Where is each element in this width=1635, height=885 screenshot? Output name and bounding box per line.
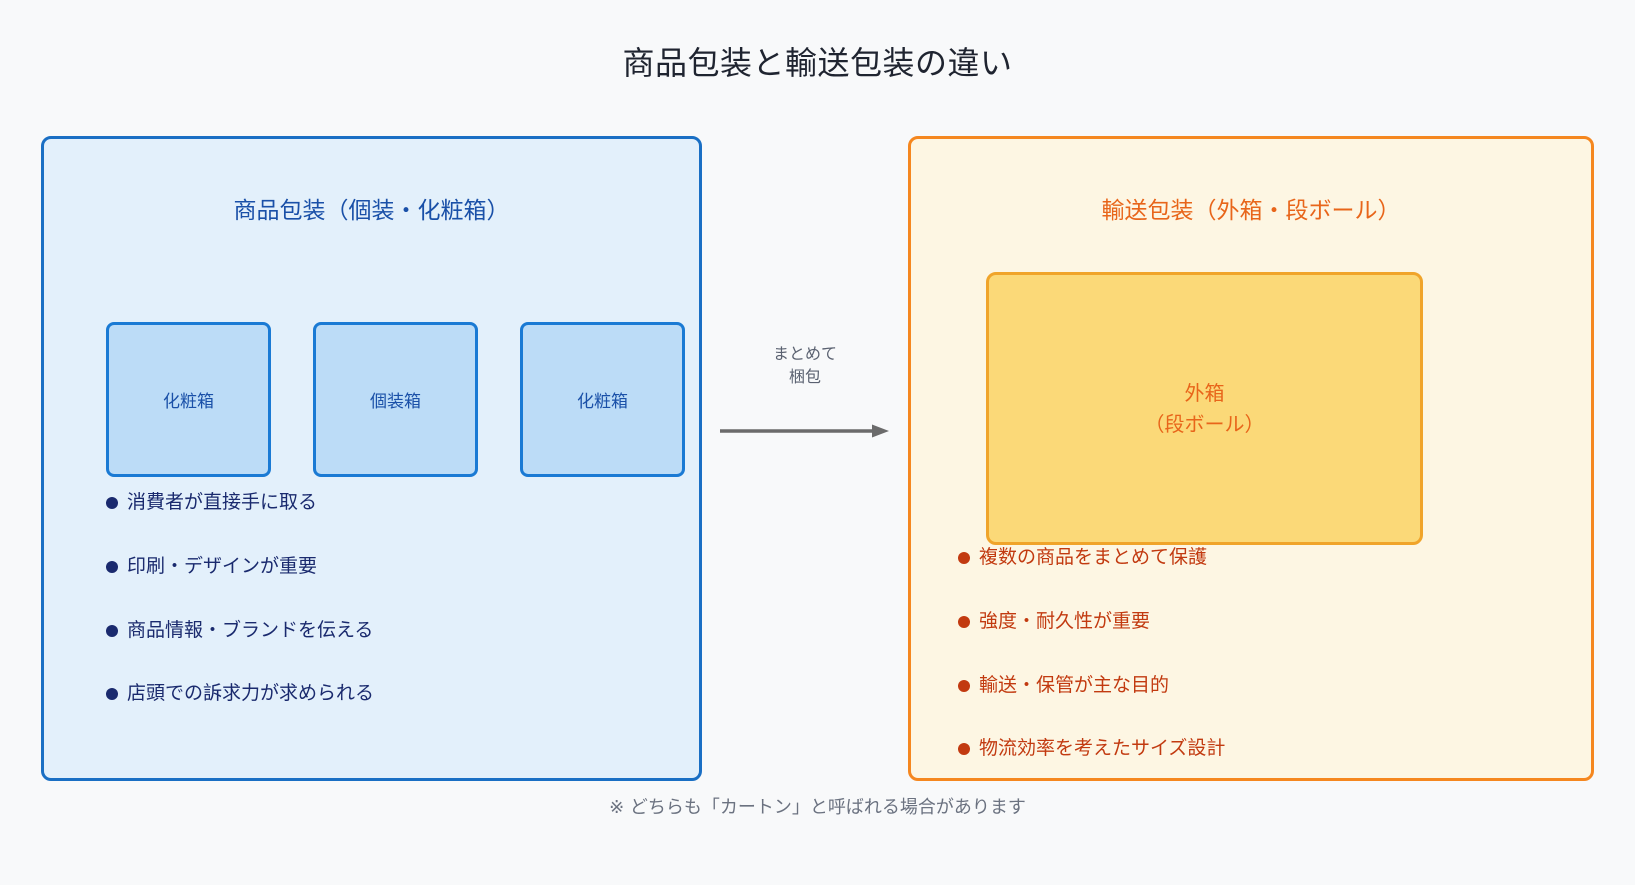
transport-packaging-panel: 輸送包装（外箱・段ボール） 外箱 （段ボール） 複数の商品をまとめて保護 強度・… [908,136,1594,781]
list-item: 消費者が直接手に取る [106,491,666,514]
list-item-label: 印刷・デザインが重要 [127,554,318,577]
bullet-dot-icon [106,624,118,637]
outer-carton-label-line1: 外箱 [1184,380,1225,405]
list-item-label: 強度・耐久性が重要 [979,609,1151,632]
list-item-label: 複数の商品をまとめて保護 [979,546,1208,568]
left-bullet-list: 消費者が直接手に取る 印刷・デザインが重要 商品情報・ブランドを伝える 店頭での… [106,491,666,746]
connector-label-line1: まとめて [772,344,837,363]
product-box-row: 化粧箱 個装箱 化粧箱 [106,322,686,477]
list-item: 複数の商品をまとめて保護 [958,546,1558,569]
connector-label: まとめて 梱包 [702,342,908,388]
left-panel-heading: 商品包装（個装・化粧箱） [233,198,510,224]
bullet-dot-icon [106,688,118,701]
connector-arrow-group: まとめて 梱包 [702,330,908,450]
list-item: 印刷・デザインが重要 [106,555,666,578]
list-item-label: 輸送・保管が主な目的 [979,673,1170,696]
product-packaging-panel: 商品包装（個装・化粧箱） 化粧箱 個装箱 化粧箱 消費者が直接手に取る 印刷・デ… [41,136,702,781]
bullet-dot-icon [958,552,970,564]
list-item-label: 店頭での訴求力が求められる [127,682,375,705]
list-item: 物流効率を考えたサイズ設計 [958,737,1558,760]
connector-label-line2: 梱包 [788,367,821,387]
bullet-dot-icon [958,679,970,692]
product-box-label: 化粧箱 [163,392,214,412]
list-item-label: 商品情報・ブランドを伝える [127,618,374,641]
right-bullet-list: 複数の商品をまとめて保護 強度・耐久性が重要 輸送・保管が主な目的 物流効率を考… [958,546,1558,801]
product-box: 化粧箱 [520,322,685,477]
product-box-label: 化粧箱 [577,392,628,412]
list-item: 輸送・保管が主な目的 [958,674,1558,697]
arrow-right-icon [720,424,889,438]
footnote: ※ どちらも「カートン」と呼ばれる場合があります [609,797,1026,818]
outer-carton-label-line2: （段ボール） [1144,411,1265,436]
outer-carton-box: 外箱 （段ボール） [986,272,1423,545]
bullet-dot-icon [958,743,970,756]
list-item: 強度・耐久性が重要 [958,610,1558,633]
list-item: 商品情報・ブランドを伝える [106,619,666,642]
bullet-dot-icon [106,497,118,509]
right-panel-heading: 輸送包装（外箱・段ボール） [1101,198,1401,224]
product-box-label: 個装箱 [370,392,421,412]
list-item-label: 消費者が直接手に取る [127,491,318,513]
list-item-label: 物流効率を考えたサイズ設計 [979,737,1226,760]
bullet-dot-icon [958,615,970,628]
bullet-dot-icon [106,560,118,573]
list-item: 店頭での訴求力が求められる [106,682,666,705]
product-box: 化粧箱 [106,322,271,477]
page-title: 商品包装と輸送包装の違い [622,44,1013,82]
product-box: 個装箱 [313,322,478,477]
